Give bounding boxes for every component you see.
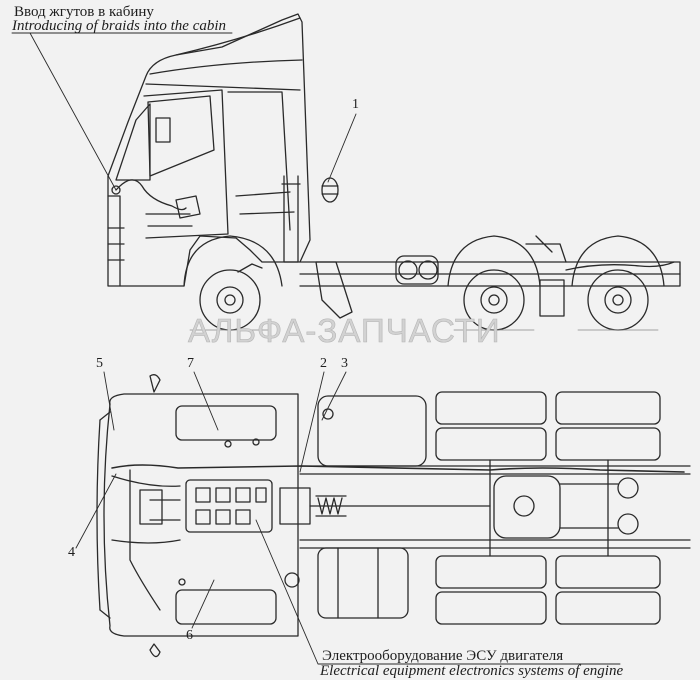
leader-lines: [11, 32, 621, 665]
callout-2: 2: [320, 356, 327, 371]
callout-1: 1: [352, 97, 359, 112]
callout-4: 4: [68, 545, 75, 560]
side-view: [107, 13, 681, 331]
caption-bottom-ru: Электрооборудование ЭСУ двигателя: [322, 648, 564, 664]
watermark: АЛЬФА-ЗАПЧАСТИ: [188, 312, 501, 350]
caption-bottom-en: Electrical equipment electronics systems…: [320, 663, 624, 679]
top-view: [96, 374, 691, 658]
callout-6: 6: [186, 628, 193, 643]
callout-3: 3: [341, 356, 348, 371]
callout-5: 5: [96, 356, 103, 371]
caption-top-en: Introducing of braids into the cabin: [12, 18, 227, 34]
caption-top-ru: Ввод жгутов в кабину: [14, 4, 154, 20]
callout-7: 7: [187, 356, 194, 371]
